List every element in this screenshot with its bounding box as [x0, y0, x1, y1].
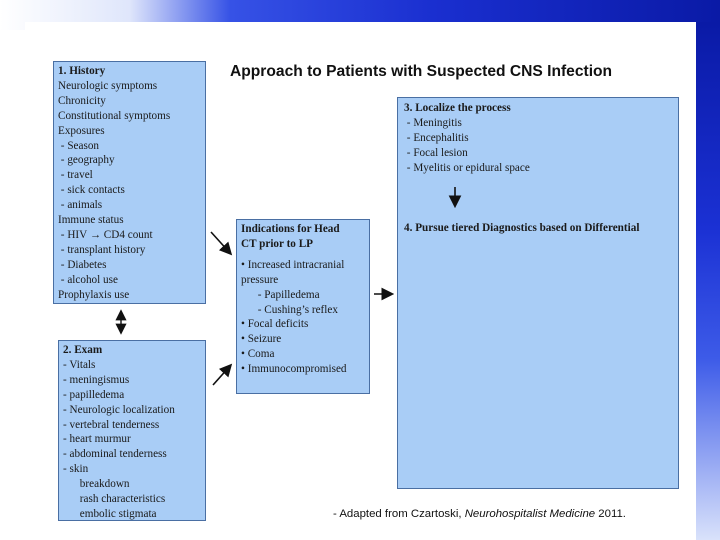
exam-item: - Vitals — [63, 358, 96, 371]
head-ct-item: • Coma — [241, 348, 275, 361]
head-ct-item: • Seizure — [241, 333, 282, 346]
exam-list: - Vitals - meningismus - papilledema - Neur… — [63, 358, 201, 522]
exam-box: 2. Exam - Vitals - meningismus - papillede… — [58, 340, 206, 521]
history-item: Constitutional symptoms — [58, 109, 171, 122]
head-ct-item: • Immunocompromised — [241, 363, 347, 376]
localize-item: - Meningitis — [404, 116, 462, 129]
arrow-icon: → — [89, 228, 101, 241]
head-ct-heading-2: CT prior to LP — [241, 237, 313, 250]
exam-item: - skin — [63, 463, 89, 476]
exam-item: breakdown — [63, 478, 130, 491]
exam-item: - papilledema — [63, 388, 125, 401]
localize-item: - Focal lesion — [404, 146, 468, 159]
localize-item: - Myelitis or epidural space — [404, 161, 530, 174]
history-item: - animals — [58, 199, 103, 212]
slide-side-band — [696, 22, 720, 540]
head-ct-box: Indications for Head CT prior to LP • In… — [236, 219, 370, 394]
diagnostics-heading: 4. Pursue tiered Diagnostics based on Di… — [404, 222, 640, 234]
exam-item: - Neurologic localization — [63, 403, 175, 416]
exam-heading: 2. Exam — [63, 344, 103, 356]
history-item: - Season — [58, 139, 100, 152]
history-item: - Diabetes — [58, 258, 107, 271]
history-item: Chronicity — [58, 94, 106, 107]
localize-list: - Meningitis - Encephalitis - Focal lesi… — [404, 116, 672, 176]
head-ct-item: - Papilledema — [241, 288, 320, 301]
history-item: - alcohol use — [58, 273, 118, 286]
history-item: - sick contacts — [58, 184, 125, 197]
hiv-label: - HIV — [58, 228, 90, 241]
history-item: - geography — [58, 154, 115, 167]
history-item: Exposures — [58, 124, 105, 137]
head-ct-heading-1: Indications for Head — [241, 223, 340, 235]
history-item: Prophylaxis use — [58, 288, 130, 301]
cd4-label: CD4 count — [101, 228, 153, 241]
head-ct-item: • Increased intracranial — [241, 258, 345, 271]
citation: - Adapted from Czartoski, Neurohospitali… — [333, 508, 626, 520]
exam-item: - abdominal tenderness — [63, 448, 167, 461]
exam-item: - heart murmur — [63, 433, 131, 446]
exam-item: - vertebral tenderness — [63, 418, 160, 431]
localize-heading: 3. Localize the process — [404, 102, 511, 114]
localize-item: - Encephalitis — [404, 131, 469, 144]
history-item: - transplant history — [58, 243, 146, 256]
history-item: - HIV → CD4 count — [58, 228, 201, 243]
arrow-exam-to-ct — [212, 363, 233, 386]
head-ct-item: - Cushing’s reflex — [241, 303, 338, 316]
exam-item: embolic stigmata — [63, 507, 157, 520]
head-ct-item: pressure — [241, 273, 279, 286]
history-heading: 1. History — [58, 65, 106, 77]
citation-journal: Neurohospitalist Medicine — [464, 508, 596, 520]
exam-item: - meningismus — [63, 373, 130, 386]
arrow-history-to-ct — [210, 231, 233, 256]
history-item: Neurologic symptoms — [58, 79, 158, 92]
history-item: - travel — [58, 169, 93, 182]
localize-box: 3. Localize the process - Meningitis - E… — [397, 97, 679, 489]
citation-suffix: 2011. — [595, 508, 626, 520]
citation-prefix: - Adapted from Czartoski, — [333, 508, 465, 520]
history-item: Immune status — [58, 214, 124, 227]
head-ct-list: • Increased intracranial pressure - Papil… — [241, 258, 365, 377]
exam-item: rash characteristics — [63, 493, 166, 506]
head-ct-item: • Focal deficits — [241, 318, 309, 331]
page-title: Approach to Patients with Suspected CNS … — [230, 63, 613, 80]
